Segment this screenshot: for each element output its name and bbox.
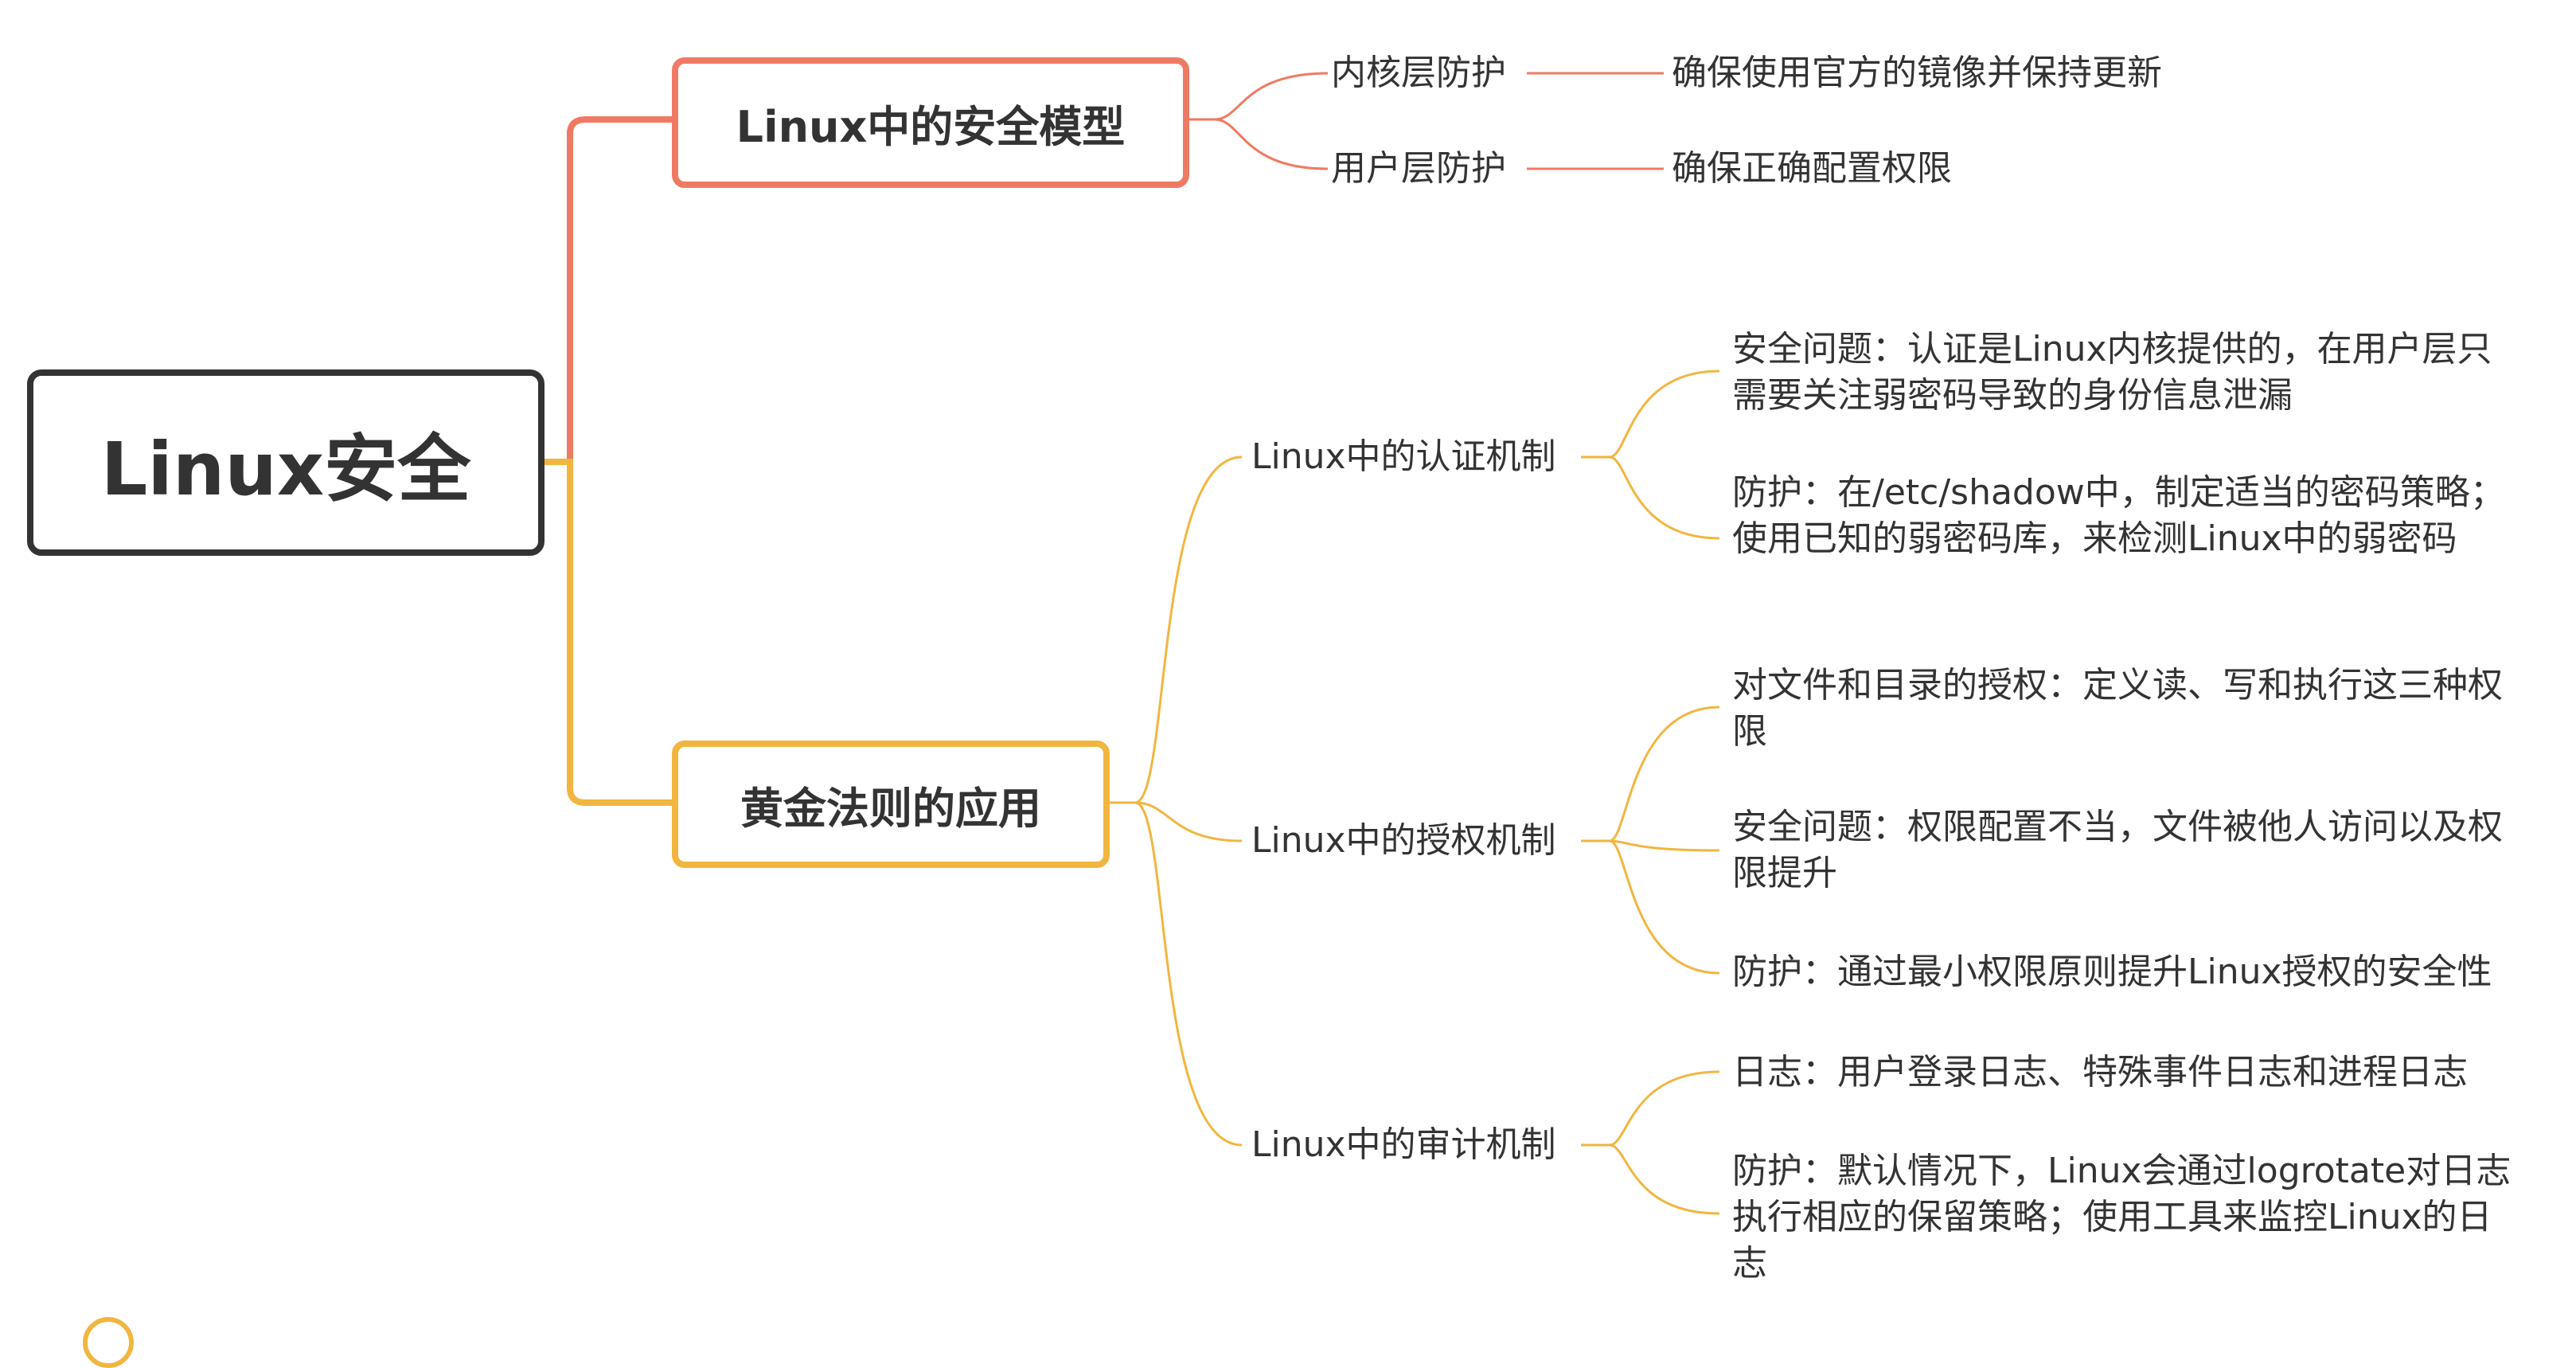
leaf-auth-issue[interactable]: 安全问题：认证是Linux内核提供的，在用户层只需要关注弱密码导致的身份信息泄漏 — [1732, 329, 2492, 416]
detail-user-layer[interactable]: 确保正确配置权限 — [1672, 148, 1952, 189]
connector-authz-to-leaf-3 — [1581, 839, 1720, 975]
subtopic-audit[interactable]: Linux中的审计机制 — [1251, 1124, 1556, 1165]
leaf-authz-protection[interactable]: 防护：通过最小权限原则提升Linux授权的安全性 — [1732, 952, 2492, 992]
leaf-authz-issue[interactable]: 安全问题：权限配置不当，文件被他人访问以及权限提升 — [1732, 807, 2503, 893]
subtopic-authentication[interactable]: Linux中的认证机制 — [1251, 436, 1556, 477]
connector-golden-rule-to-authz — [1110, 801, 1243, 842]
mind-map: Linux安全 Linux中的安全模型 黄金法则的应用 内核层防护 确保使用官方… — [27, 53, 2512, 1368]
detail-kernel-layer[interactable]: 确保使用官方的镜像并保持更新 — [1672, 53, 2162, 93]
leaf-audit-logs[interactable]: 日志：用户登录日志、特殊事件日志和进程日志 — [1732, 1052, 2468, 1092]
connector-auth-to-leaf-1 — [1581, 369, 1720, 459]
leaf-audit-protection[interactable]: 防护：默认情况下，Linux会通过logrotate对日志执行相应的保留策略；使… — [1732, 1151, 2512, 1284]
subtopic-authorization[interactable]: Linux中的授权机制 — [1251, 820, 1556, 861]
connector-audit-to-leaf-1 — [1581, 1070, 1720, 1147]
partial-circle-decoration — [83, 1317, 134, 1368]
connector-authz-to-leaf-1 — [1581, 705, 1720, 842]
root-topic[interactable]: Linux安全 — [27, 369, 544, 556]
connector-golden-rule-to-audit — [1110, 801, 1243, 1147]
connector-lines — [544, 72, 1720, 1215]
leaf-auth-protection[interactable]: 防护：在/etc/shadow中，制定适当的密码策略；使用已知的弱密码库，来检测… — [1732, 472, 2505, 559]
branch-security-model[interactable]: Linux中的安全模型 — [672, 57, 1189, 188]
connector-root-to-golden-rule — [544, 459, 672, 806]
connector-authz-to-leaf-2 — [1581, 839, 1720, 852]
connector-root-to-security-model — [544, 116, 672, 465]
connector-security-model-to-user — [1189, 118, 1329, 170]
connector-golden-rule-to-auth — [1110, 455, 1243, 804]
connector-security-model-to-kernel — [1189, 72, 1329, 121]
subtopic-kernel-layer[interactable]: 内核层防护 — [1331, 53, 1506, 93]
leaf-authz-definition[interactable]: 对文件和目录的授权：定义读、写和执行这三种权限 — [1732, 665, 2503, 752]
connector-audit-to-leaf-2 — [1581, 1143, 1720, 1215]
branch-golden-rule[interactable]: 黄金法则的应用 — [672, 741, 1110, 868]
subtopic-user-layer[interactable]: 用户层防护 — [1331, 148, 1506, 189]
connector-auth-to-leaf-2 — [1581, 455, 1720, 540]
